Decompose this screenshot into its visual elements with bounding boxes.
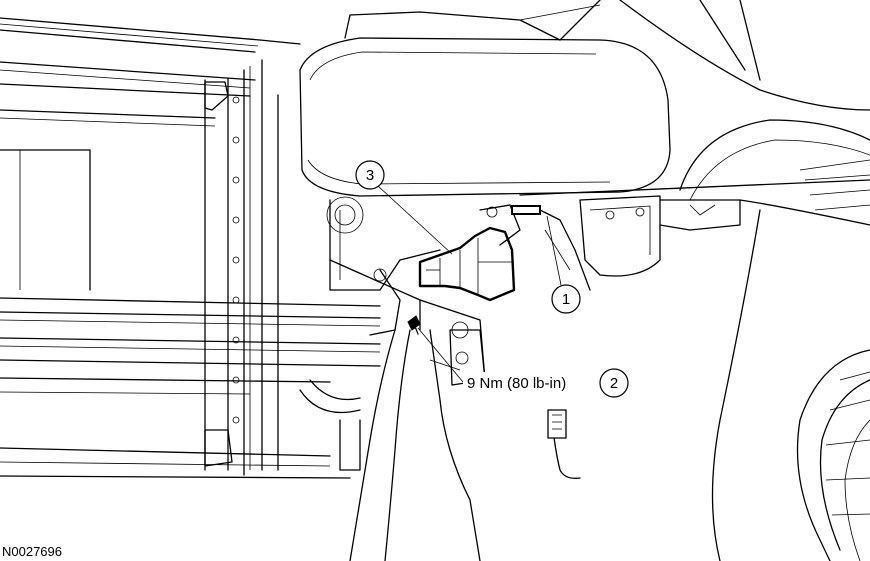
callout-2-number: 2 [610, 375, 618, 392]
mounting-bolt [407, 315, 421, 335]
radiator-support [0, 17, 381, 479]
figure-id-label: N0027696 [2, 544, 62, 559]
fender-body [519, 0, 870, 561]
engine-bay-parts [299, 195, 741, 561]
callout-1-number: 1 [562, 291, 570, 308]
callout-3-number: 3 [366, 167, 374, 184]
leader-lines [377, 185, 562, 383]
air-box-housing [299, 0, 671, 234]
highlighted-component [418, 226, 516, 302]
callout-2: 9 Nm (80 lb-in) 2 [463, 368, 629, 398]
torque-spec-label: 9 Nm (80 lb-in) [467, 375, 566, 392]
callout-1: 1 [551, 284, 581, 314]
callout-3: 3 [355, 160, 385, 190]
